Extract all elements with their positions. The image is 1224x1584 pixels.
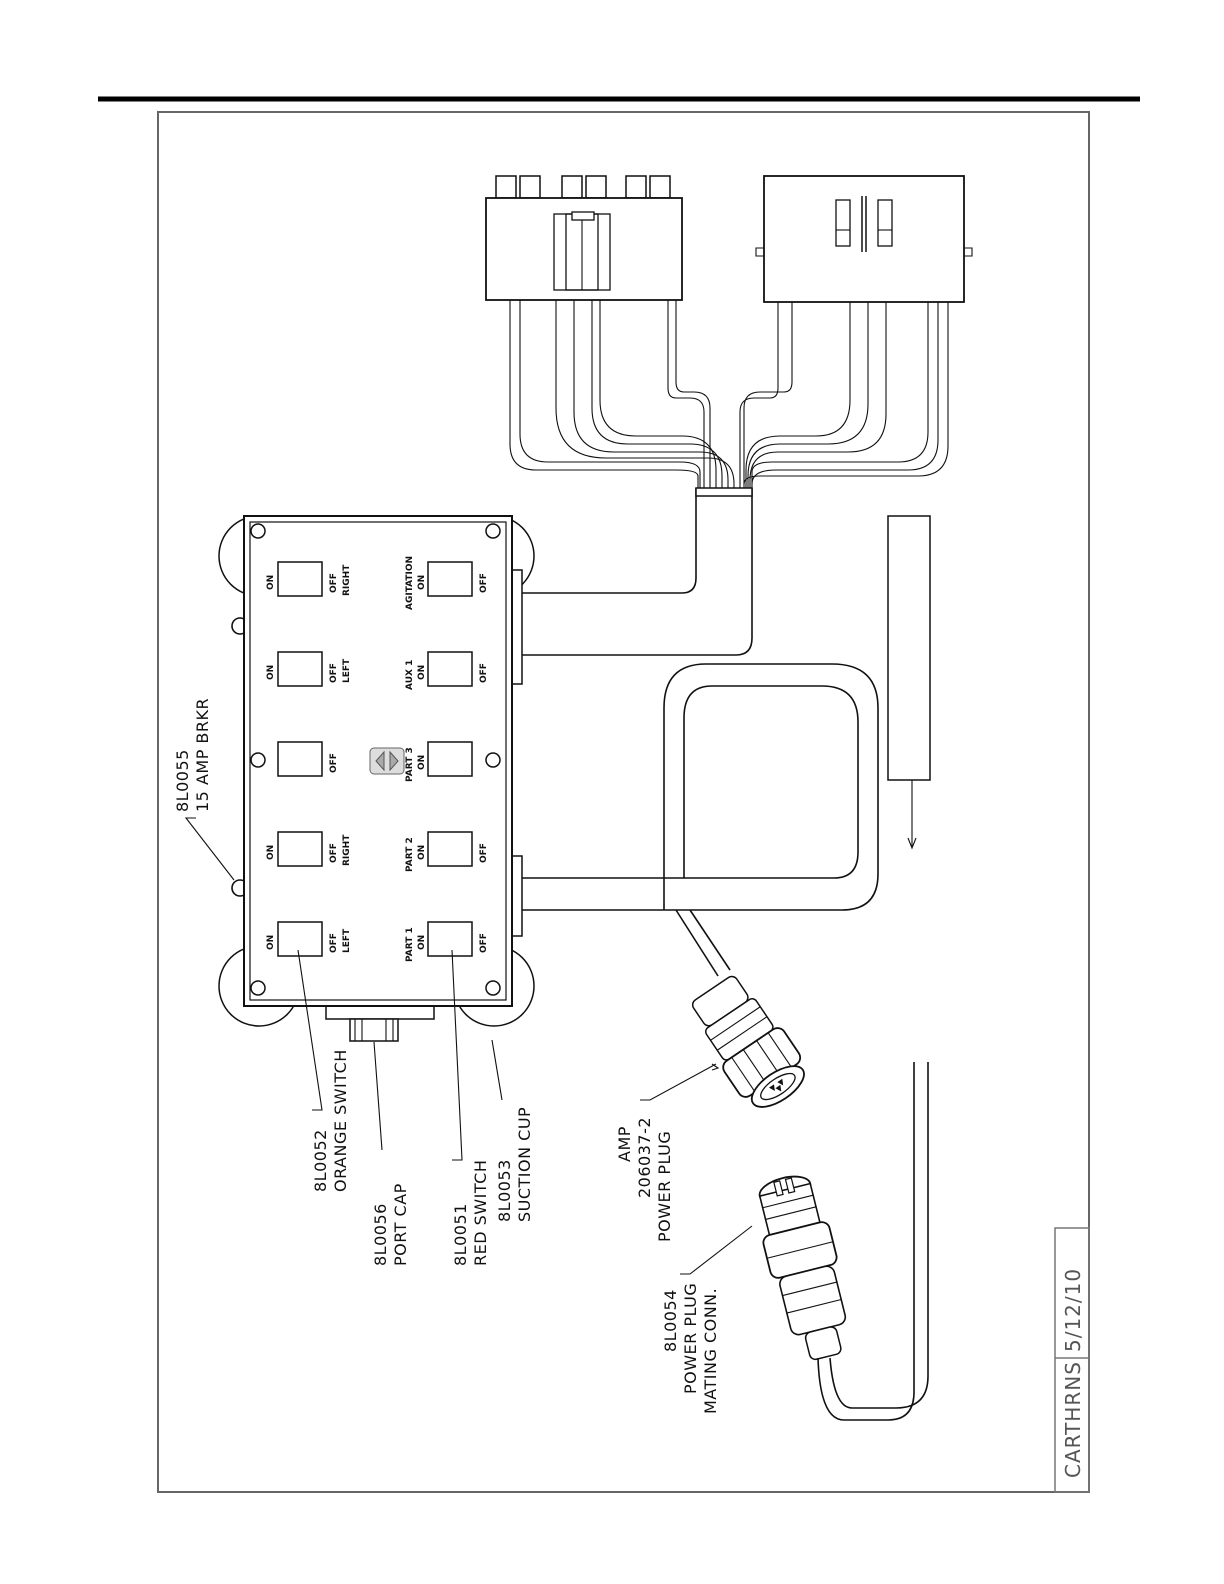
connector-left (486, 176, 682, 300)
switch-on-label: ON (266, 665, 276, 680)
callout-orange-switch: 8L0052 ORANGE SWITCH (311, 1049, 350, 1192)
arrow-indicator-icon (370, 748, 404, 774)
cables (522, 488, 878, 976)
switch-on-label: ON (266, 935, 276, 950)
red-switch-description: RED SWITCH (471, 1160, 490, 1266)
callout-breaker: 8L0055 15 AMP BRKR (173, 698, 212, 812)
callout-mating-conn: 8L0054 POWER PLUG MATING CONN. (661, 1283, 720, 1414)
suction-cup-description: SUCTION CUP (515, 1107, 534, 1222)
wire-bundle (510, 300, 948, 488)
breaker-part-number: 8L0055 (173, 749, 192, 812)
breaker-description: 15 AMP BRKR (193, 698, 212, 812)
switch-on-label: ON (266, 845, 276, 860)
switch-side-label: LEFT (342, 658, 352, 683)
switch-off-label: OFF (329, 843, 339, 863)
connector-right (756, 176, 972, 302)
callout-suction-cup: 8L0053 SUCTION CUP (495, 1107, 534, 1222)
switch-off-label: OFF (329, 573, 339, 593)
red-switch-part-number: 8L0051 (451, 1203, 470, 1266)
switch-name-label: PART 3 (405, 747, 415, 782)
switch-off-label: OFF (329, 753, 339, 773)
mating-conn-line-3: MATING CONN. (701, 1288, 720, 1414)
switch-name-label: PART 1 (405, 927, 415, 962)
switch-on-label: ON (417, 665, 427, 680)
switch-on-label: ON (417, 575, 427, 590)
section-marker (888, 516, 930, 848)
switch-name-label: PART 2 (405, 837, 415, 872)
switch-on-label: ON (417, 755, 427, 770)
mating-power-plug (749, 1170, 859, 1365)
switch-side-label: RIGHT (342, 834, 352, 866)
orange-switch-description: ORANGE SWITCH (331, 1049, 350, 1192)
amp-plug-brand: AMP (615, 1126, 634, 1162)
switch-off-label: OFF (329, 933, 339, 953)
switch-off-label: OFF (479, 663, 489, 683)
amp-power-plug (682, 969, 816, 1119)
callout-red-switch: 8L0051 RED SWITCH (451, 1160, 490, 1266)
callout-port-cap: 8L0056 PORT CAP (371, 1183, 410, 1266)
switch-off-label: OFF (479, 843, 489, 863)
switch-off-label: OFF (479, 933, 489, 953)
title-block: CARTHRNS 5/12/10 (1055, 1228, 1089, 1492)
suction-cup-part-number: 8L0053 (495, 1159, 514, 1222)
amp-plug-description: POWER PLUG (655, 1131, 674, 1242)
port-cap-description: PORT CAP (391, 1183, 410, 1266)
switch-side-label: RIGHT (342, 564, 352, 596)
title-block-author: CARTHRNS (1061, 1361, 1085, 1478)
orange-switch-part-number: 8L0052 (311, 1129, 330, 1192)
switch-on-label: ON (266, 575, 276, 590)
switch-off-label: OFF (329, 663, 339, 683)
mating-conn-part-number: 8L0054 (661, 1289, 680, 1352)
switch-box: ON OFF RIGHT ON OFF LEFT OFF ON OFF RIGH… (219, 516, 534, 1041)
switch-side-label: LEFT (342, 928, 352, 953)
amp-plug-part-number: 206037-2 (635, 1117, 654, 1198)
switch-name-label: AGITATION (405, 556, 415, 610)
switch-name-label: AUX 1 (405, 660, 415, 690)
port-cap-part-number: 8L0056 (371, 1203, 390, 1266)
switch-on-label: ON (417, 935, 427, 950)
switch-off-label: OFF (479, 573, 489, 593)
mating-conn-line-2: POWER PLUG (681, 1283, 700, 1394)
port-cap (326, 1005, 434, 1041)
title-block-date: 5/12/10 (1061, 1268, 1085, 1352)
callout-amp-plug: AMP 206037-2 POWER PLUG (615, 1117, 674, 1242)
switch-on-label: ON (417, 845, 427, 860)
